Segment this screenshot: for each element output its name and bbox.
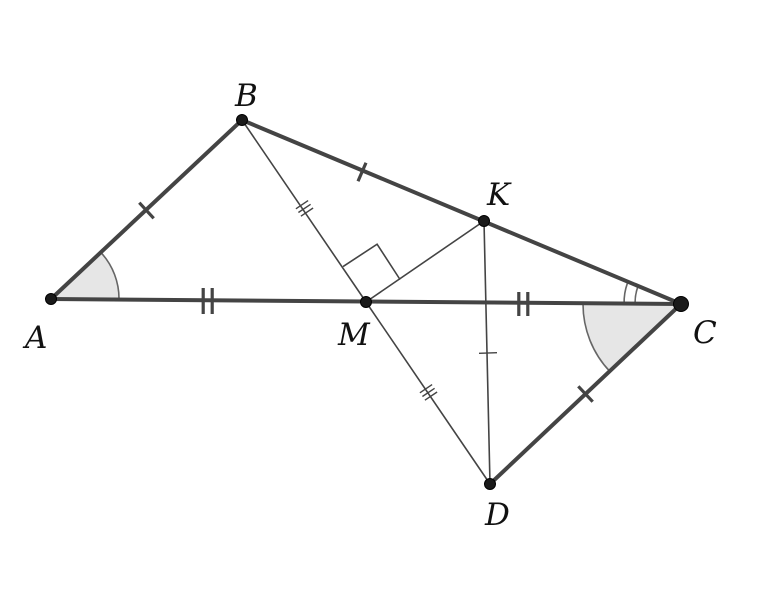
label-D: D bbox=[484, 497, 510, 533]
tick-KD bbox=[478, 352, 498, 354]
tick-BM-3 bbox=[300, 207, 314, 217]
angle-KCM-arc-outer bbox=[623, 282, 629, 304]
angle-A-marker bbox=[48, 251, 120, 301]
tick-BK bbox=[356, 162, 368, 182]
segment-MK bbox=[365, 220, 485, 303]
point-C bbox=[673, 296, 689, 312]
label-C: C bbox=[693, 315, 717, 351]
right-angle-marker bbox=[342, 243, 401, 280]
point-D bbox=[484, 478, 496, 490]
segment-BM bbox=[241, 119, 367, 303]
tick-MD-3 bbox=[424, 391, 438, 401]
label-B: B bbox=[234, 78, 258, 114]
tick-BM-1 bbox=[295, 200, 309, 210]
tick-MD-2 bbox=[422, 387, 435, 398]
label-K: K bbox=[486, 177, 512, 213]
point-K bbox=[478, 215, 490, 227]
label-M: M bbox=[337, 317, 371, 353]
segment-BC bbox=[240, 118, 683, 306]
point-M bbox=[360, 296, 372, 308]
label-A: A bbox=[22, 320, 47, 356]
point-A bbox=[45, 293, 57, 305]
point-B bbox=[236, 114, 248, 126]
tick-MD-1 bbox=[419, 384, 433, 394]
angle-C-marker bbox=[582, 303, 684, 373]
tick-CD bbox=[577, 385, 594, 403]
tick-AB bbox=[138, 201, 155, 220]
angle-KCM-arc-inner bbox=[634, 286, 639, 304]
tick-BM-2 bbox=[298, 203, 311, 214]
